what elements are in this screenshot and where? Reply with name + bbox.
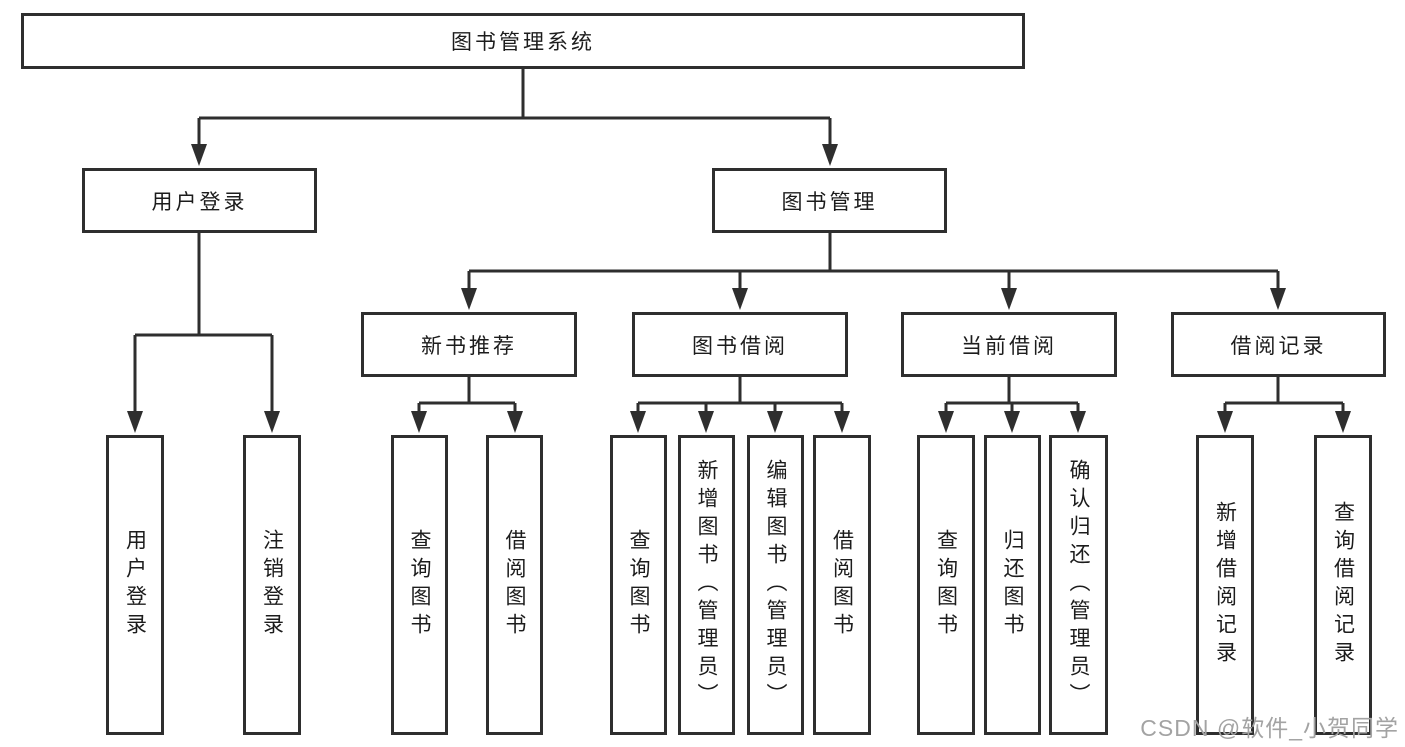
leaf-query-borrow-record-label: 查询借阅记录 [1331,501,1355,669]
node-book-borrow-label: 图书借阅 [692,334,788,358]
leaf-borrow-book-label: 借阅图书 [830,529,854,641]
leaf-logout: 注销登录 [243,435,301,735]
leaf-user-login: 用户登录 [106,435,164,735]
leaf-current-query-book: 查询图书 [917,435,975,735]
leaf-borrow-query-book-label: 查询图书 [627,529,650,641]
node-book-management-label: 图书管理 [781,190,878,214]
node-root-label: 图书管理系统 [451,31,595,54]
node-user-login-label: 用户登录 [151,190,248,214]
leaf-borrow-book: 借阅图书 [813,435,871,735]
node-new-book-recommend: 新书推荐 [361,312,577,377]
leaf-query-borrow-record: 查询借阅记录 [1314,435,1372,735]
leaf-recommend-query-book-label: 查询图书 [408,529,431,641]
leaf-add-book-admin-label: 新增图书（管理员） [695,459,718,711]
leaf-add-borrow-record-label: 新增借阅记录 [1213,501,1237,669]
leaf-recommend-query-book: 查询图书 [391,435,448,735]
node-root: 图书管理系统 [21,13,1025,69]
leaf-recommend-borrow-book: 借阅图书 [486,435,543,735]
node-new-book-recommend-label: 新书推荐 [421,334,517,358]
arrowheads [127,144,1351,433]
leaf-edit-book-admin-label: 编辑图书（管理员） [764,459,787,711]
leaf-return-book-label: 归还图书 [1001,529,1024,641]
csdn-watermark: CSDN @软件_小贺同学 [1140,715,1399,741]
node-book-management: 图书管理 [712,168,947,233]
leaf-logout-label: 注销登录 [260,529,284,641]
leaf-borrow-query-book: 查询图书 [610,435,667,735]
node-current-borrow: 当前借阅 [901,312,1117,377]
node-borrow-records-label: 借阅记录 [1230,334,1327,358]
leaf-recommend-borrow-book-label: 借阅图书 [503,529,526,641]
leaf-return-book: 归还图书 [984,435,1041,735]
leaf-user-login-label: 用户登录 [123,529,147,641]
leaf-confirm-return-admin-label: 确认归还（管理员） [1067,459,1090,711]
leaf-edit-book-admin: 编辑图书（管理员） [747,435,804,735]
node-borrow-records: 借阅记录 [1171,312,1386,377]
leaf-confirm-return-admin: 确认归还（管理员） [1049,435,1108,735]
node-user-login: 用户登录 [82,168,317,233]
node-book-borrow: 图书借阅 [632,312,848,377]
node-current-borrow-label: 当前借阅 [961,334,1057,358]
leaf-add-book-admin: 新增图书（管理员） [678,435,735,735]
leaf-current-query-book-label: 查询图书 [934,529,958,641]
leaf-add-borrow-record: 新增借阅记录 [1196,435,1254,735]
